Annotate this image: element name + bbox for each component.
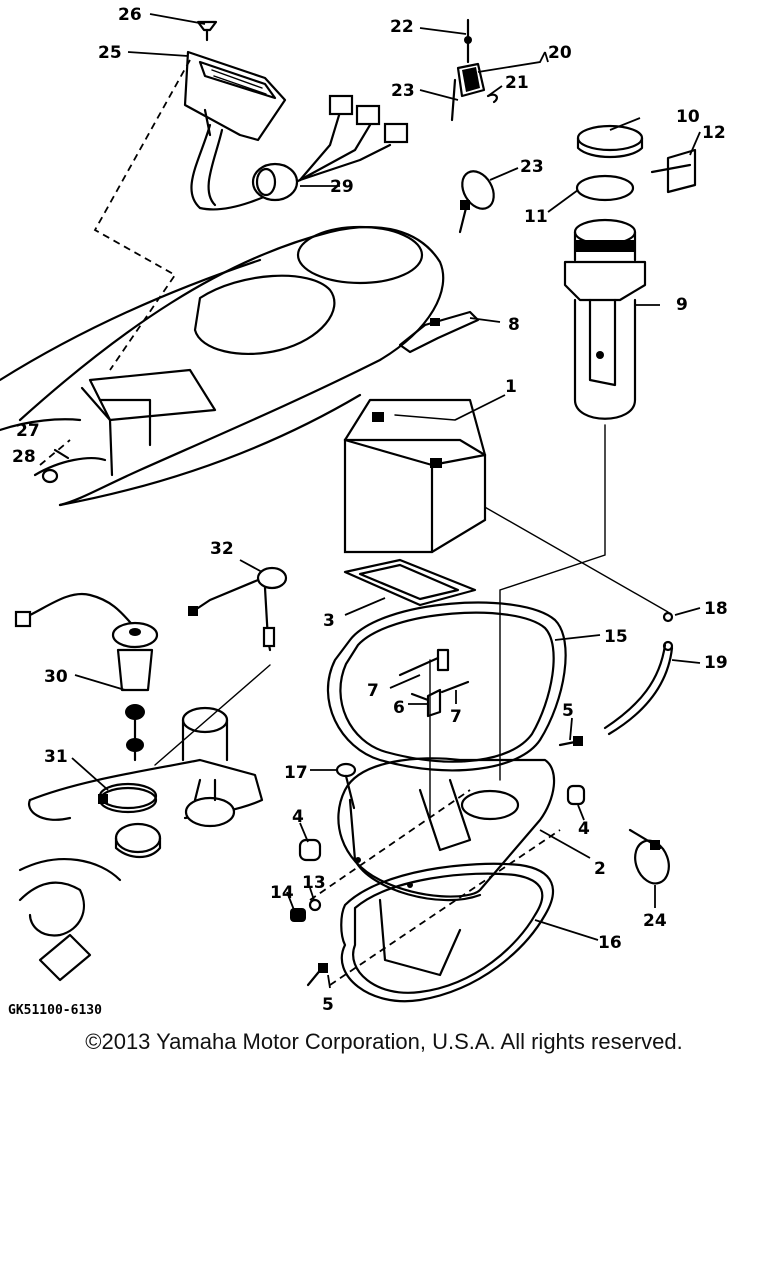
callout-13: 13	[302, 873, 326, 893]
callout-24: 24	[643, 911, 667, 931]
callout-8: 8	[508, 315, 520, 335]
clip-part-18	[662, 611, 674, 623]
callout-5-upper: 5	[562, 701, 574, 721]
leader-lines	[71, 13, 701, 989]
callout-32: 32	[210, 539, 234, 559]
bracket-part-12	[650, 148, 697, 194]
callout-6: 6	[393, 698, 405, 718]
assembly-lines	[39, 59, 669, 986]
callout-14: 14	[270, 883, 294, 903]
tie-part-24	[628, 828, 670, 885]
figure-code: GK51100-6130	[8, 1003, 102, 1018]
rivet-part-5-lower	[306, 963, 328, 987]
damper-part-4-right	[566, 784, 586, 806]
parts-diagram: 1 2 3 4 4 5 5 6 7 7 8 9 10 11 12 13 14 1…	[0, 5, 728, 1015]
clamp-group-parts-20-23	[450, 18, 498, 122]
pad-part-3	[343, 558, 477, 607]
callout-29: 29	[330, 177, 354, 197]
clip-part-27	[53, 448, 70, 460]
sensor-part-32	[188, 566, 288, 652]
callout-16: 16	[598, 933, 622, 953]
callout-22: 22	[390, 17, 414, 37]
callout-9: 9	[676, 295, 688, 315]
callout-23-top: 23	[391, 81, 415, 101]
filler-neck-part-9	[563, 218, 647, 420]
o-ring-part-11	[575, 174, 635, 202]
callout-19: 19	[704, 653, 728, 673]
tie-part-23	[458, 170, 495, 234]
washer-part-13	[308, 898, 322, 912]
callout-7-right: 7	[450, 707, 462, 727]
callout-17: 17	[284, 763, 308, 783]
hull-deck	[0, 225, 445, 507]
callout-30: 30	[44, 667, 68, 687]
gasket-part-16	[340, 862, 554, 1003]
callout-labels: 1 2 3 4 4 5 5 6 7 7 8 9 10 11 12 13 14 1…	[12, 5, 728, 1015]
callout-15: 15	[604, 627, 628, 647]
callout-23-mid: 23	[520, 157, 544, 177]
screw-part-26	[196, 20, 218, 42]
clamp-part-31	[98, 782, 158, 814]
callout-2: 2	[594, 859, 606, 879]
nut-part-14	[290, 908, 306, 922]
vent-hose-part-19	[603, 640, 674, 736]
fuel-tank-area	[18, 706, 264, 982]
callout-7-left: 7	[367, 681, 379, 701]
callout-25: 25	[98, 43, 122, 63]
callout-31: 31	[44, 747, 68, 767]
harness-part-29	[190, 94, 409, 211]
fuel-sender-part-30	[14, 592, 159, 762]
callout-21: 21	[505, 73, 529, 93]
gasket-part-15	[326, 601, 567, 772]
copyright-notice: ©2013 Yamaha Motor Corporation, U.S.A. A…	[85, 1029, 683, 1054]
bracket-part-8	[398, 310, 480, 354]
terminals-parts-6-7	[398, 648, 470, 718]
callout-12: 12	[702, 123, 726, 143]
callout-28: 28	[12, 447, 36, 467]
rivet-part-5-upper	[558, 736, 583, 747]
callout-4-left: 4	[292, 807, 304, 827]
callout-18: 18	[704, 599, 728, 619]
meter-part-25	[183, 50, 287, 142]
battery-box-part-2	[337, 757, 556, 902]
callout-1: 1	[505, 377, 517, 397]
callout-10: 10	[676, 107, 700, 127]
callout-3: 3	[323, 611, 335, 631]
callout-11: 11	[524, 207, 548, 227]
callout-20: 20	[548, 43, 572, 63]
callout-27: 27	[16, 421, 40, 441]
callout-26: 26	[118, 5, 142, 25]
cap-part-10	[576, 124, 644, 158]
cap-part-28	[41, 468, 59, 484]
damper-part-4-left	[298, 838, 322, 862]
callout-5-lower: 5	[322, 995, 334, 1015]
battery-part-1	[343, 398, 487, 554]
callout-4-right: 4	[578, 819, 590, 839]
